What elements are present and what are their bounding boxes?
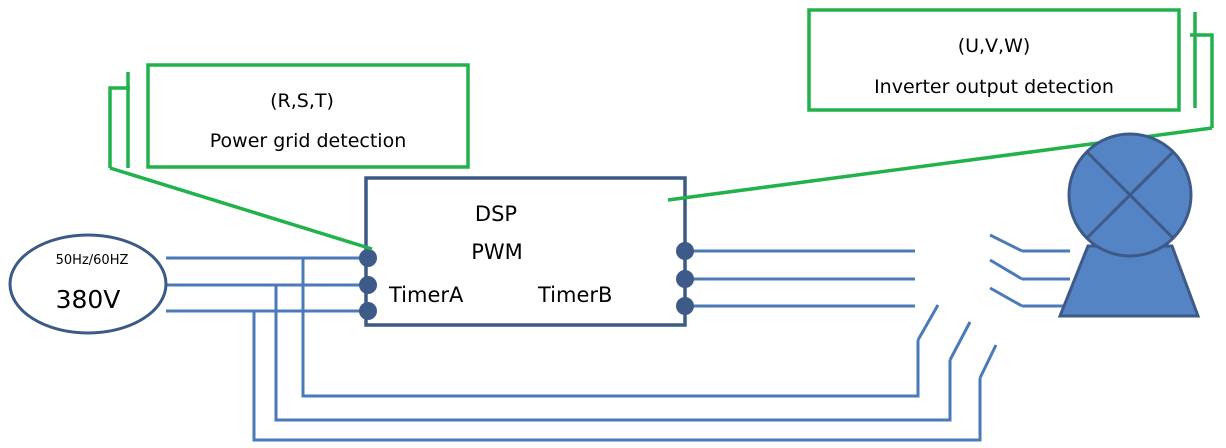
bypass-wire-2 [274,285,952,422]
grid-detection-bracket [108,86,130,168]
bypass-wire-3 [252,311,982,442]
source-frequency: 50Hz/60HZ [56,253,129,268]
inverter-detection-bracket [1190,33,1214,128]
grid-detection-leader [109,166,373,251]
grid-detection-callout [108,63,470,251]
grid-detection-label: Power grid detection [210,130,406,152]
grid-detection-phases: (R,S,T) [270,90,334,112]
controller-pwm-label: PWM [471,240,523,264]
bypass-switch-2 [948,321,972,361]
output-terminal [676,270,694,288]
output-terminal [676,297,694,315]
motor-switch-3 [989,286,1023,308]
wires [166,233,1070,442]
input-terminal [359,276,377,294]
input-terminals [359,249,377,320]
inverter-detection-label: Inverter output detection [874,76,1114,98]
motor-switch-2 [989,258,1023,281]
bypass-wire-1 [301,258,920,398]
controller-dsp-label: DSP [475,202,517,226]
grid-detection-box [146,63,470,169]
bypass-switch-1 [916,304,940,341]
motor-icon [1057,132,1201,318]
timer-a-label: TimerA [388,283,464,307]
inverter-detection-phases: (U,V,W) [958,35,1031,57]
source-voltage: 380V [56,285,121,314]
source-ellipse [8,233,168,335]
output-terminal [676,242,694,260]
bypass-switch-3 [978,344,998,379]
input-terminal [359,249,377,267]
ac-source-icon: 50Hz/60HZ 380V [8,233,168,335]
inverter-detection-box [807,8,1181,112]
motor-cross [1085,150,1175,240]
timer-b-label: TimerB [537,283,612,307]
motor-switch-1 [989,233,1023,253]
controller-box: DSP PWM TimerA TimerB [364,176,687,327]
input-terminal [359,302,377,320]
output-terminals [676,242,694,315]
